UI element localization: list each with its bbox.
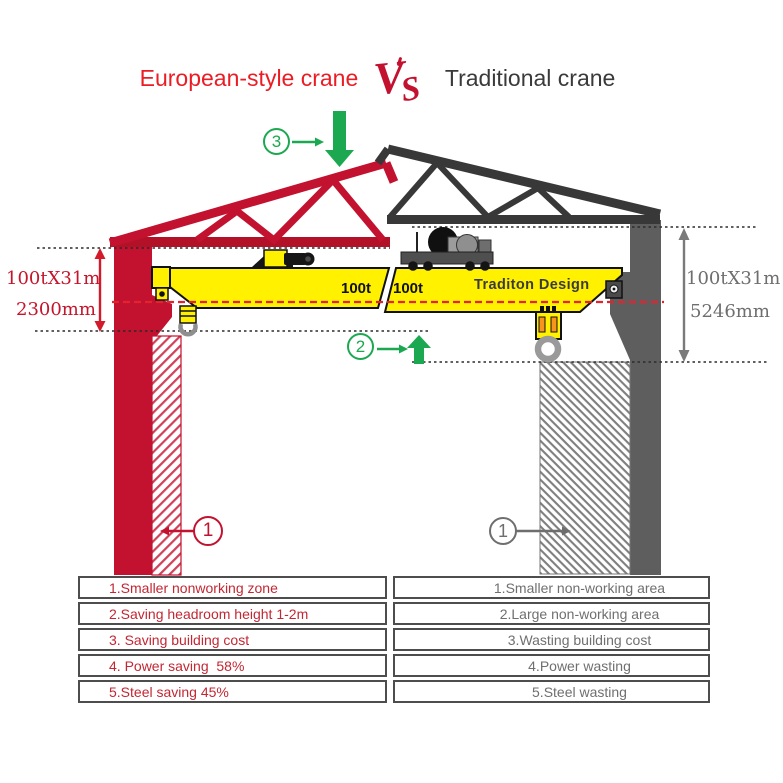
comparison-table-traditional: 1.Smaller non-working area 2.Large non-w… <box>393 576 710 706</box>
hook-clearance-arrow <box>377 335 431 364</box>
left-crane-spec-label: 100tX31m <box>6 268 101 289</box>
table-row: 3.Wasting building cost <box>393 628 710 651</box>
table-row: 2.Saving headroom height 1-2m <box>78 602 387 625</box>
roof-clearance-arrow <box>292 111 354 167</box>
left-nonworking-zone-hatch <box>151 335 182 576</box>
right-headroom-dimension-arrow <box>678 228 690 362</box>
european-crane-girder <box>151 266 391 309</box>
comparison-table-european: 1.Smaller nonworking zone 2.Saving headr… <box>78 576 387 706</box>
left-hook <box>178 323 198 337</box>
title-traditional: Traditional crane <box>444 64 616 91</box>
right-zone-pointer-arrow <box>516 526 571 536</box>
right-crane-spec-label: 100tX31m <box>686 268 781 289</box>
european-hoist-trolley <box>252 249 315 268</box>
table-row: 4.Power wasting <box>393 654 710 677</box>
left-zone-pointer-arrow <box>160 526 194 536</box>
right-hook <box>534 335 562 363</box>
table-row: 2.Large non-working area <box>393 602 710 625</box>
european-roof-truss <box>108 158 399 248</box>
traditional-winch-trolley <box>400 227 494 271</box>
table-row: 1.Smaller nonworking zone <box>78 576 387 599</box>
page-title: European-style crane V S Traditional cra… <box>0 50 769 110</box>
green-down-arrow <box>333 111 346 150</box>
table-row: 5.Steel wasting <box>393 680 710 703</box>
left-end-carriage <box>151 266 171 289</box>
marker-nonworking-zone-left: 1 <box>193 516 223 546</box>
marker-hook-clearance: 2 <box>347 333 374 360</box>
traditional-hook-block <box>534 306 562 363</box>
table-row: 1.Smaller non-working area <box>393 576 710 599</box>
right-beam-design-label: Traditon Design <box>474 277 590 293</box>
right-nonworking-zone-hatch <box>539 361 631 575</box>
right-headroom-label: 5246mm <box>690 301 770 322</box>
left-beam-capacity-label: 100t <box>341 280 372 297</box>
right-beam-capacity-label: 100t <box>393 280 424 297</box>
traditional-roof-truss <box>374 144 662 224</box>
table-row: 4. Power saving 58% <box>78 654 387 677</box>
marker-nonworking-zone-right: 1 <box>489 517 517 545</box>
left-end-wheel <box>159 291 165 297</box>
title-european: European-style crane <box>139 64 359 91</box>
table-row: 3. Saving building cost <box>78 628 387 651</box>
left-headroom-dimension-arrow <box>94 248 106 332</box>
reference-lines <box>35 226 767 363</box>
table-row: 5.Steel saving 45% <box>78 680 387 703</box>
green-up-arrow <box>407 335 431 348</box>
left-headroom-label: 2300mm <box>16 299 96 320</box>
european-hook-block <box>178 305 198 337</box>
right-end-wheel <box>612 287 616 291</box>
marker-roof-clearance: 3 <box>263 128 290 155</box>
